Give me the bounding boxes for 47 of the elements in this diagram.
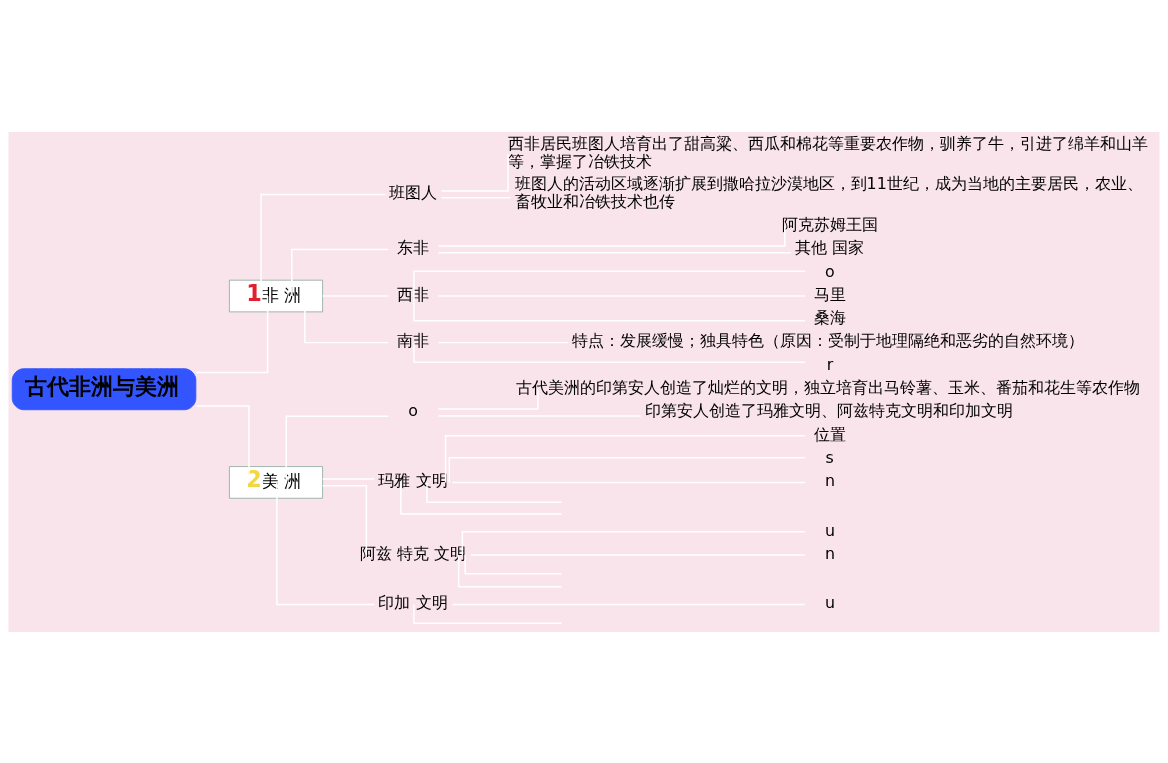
node-box: 古代非洲与美洲 <box>11 367 197 410</box>
connector <box>195 294 269 373</box>
connector <box>413 270 806 297</box>
connector <box>444 434 806 483</box>
connector <box>413 294 806 321</box>
node-text: n <box>824 470 835 490</box>
connector <box>195 404 250 483</box>
connector <box>457 553 563 588</box>
connector <box>437 387 539 410</box>
node-text: 马里 <box>813 284 846 304</box>
connector <box>285 415 390 483</box>
connector <box>321 484 368 556</box>
node-text: 班图人 <box>389 182 438 202</box>
node-text: 西非居民班图人培育出了甜高粱、西瓜和棉花等重要农作物，驯养了牛，引进了绵羊和山羊等，掌握了冶铁技术 <box>508 133 1149 171</box>
node-text: 阿克苏姆王国 <box>781 214 878 234</box>
connector <box>448 456 806 483</box>
connector <box>291 248 390 297</box>
node-text: u <box>824 520 835 540</box>
connector <box>464 553 563 574</box>
node-text: n <box>824 543 835 563</box>
connector <box>440 153 509 192</box>
connector <box>461 530 806 556</box>
node-text: 位置 <box>813 424 846 444</box>
node-text: o <box>408 400 419 420</box>
connector <box>426 481 563 503</box>
node-text: 其他 国家 <box>795 237 865 257</box>
node-text: 东非 <box>397 237 430 257</box>
connector <box>413 603 563 624</box>
node-text: 特点：发展缓慢；独具特色（原因：受制于地理隔绝和恶劣的自然环境） <box>572 330 1085 350</box>
node-text: o <box>824 261 835 281</box>
node-box: 1非 洲 <box>228 279 324 312</box>
node-text: 印加 文明 <box>378 592 448 612</box>
connector <box>400 481 563 515</box>
node-text: 西非 <box>397 284 430 304</box>
node-text: r <box>826 354 834 374</box>
node-text: u <box>824 592 835 612</box>
node-text: 桑海 <box>813 307 846 327</box>
node-text: 班图人的活动区域逐渐扩展到撒哈拉沙漠地区，到11世纪，成为当地的主要居民，农业、畜牧业和冶铁技术也传 <box>514 173 1143 211</box>
node-text: 南非 <box>397 330 430 350</box>
connector <box>276 481 376 605</box>
node-text: 古代美洲的印第安人创造了灿烂的文明，独立培育出马铃薯、玉米、番茄和花生等农作物 <box>516 377 1141 397</box>
connector <box>413 341 806 363</box>
node-text: s <box>825 447 834 467</box>
connector <box>437 224 786 247</box>
node-text: 印第安人创造了玛雅文明、阿兹特克文明和印加文明 <box>645 400 1014 420</box>
connector <box>304 294 390 343</box>
node-box: 2美 洲 <box>228 465 324 499</box>
